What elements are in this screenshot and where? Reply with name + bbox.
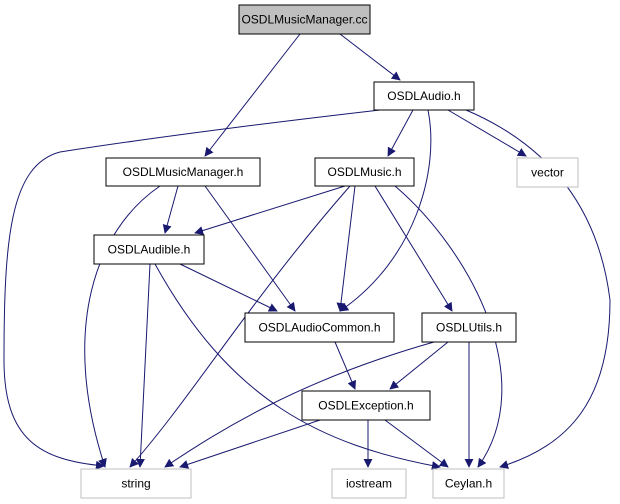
edge-osdlmusic-h-to-osdlutils-h xyxy=(374,185,453,312)
edge-osdlmusic-h-to-osdlaudiocommon-h xyxy=(336,185,356,312)
node-box xyxy=(301,390,431,421)
node-box xyxy=(516,157,579,188)
edge-osdlexception-h-to-ceylan-h xyxy=(384,419,449,468)
edge-osdlmusicmanager-h-to-osdlaudible-h xyxy=(162,185,179,234)
node-osdlmusicmanager-cc[interactable]: OSDLMusicManager.cc xyxy=(238,4,371,35)
node-osdlutils-h[interactable]: OSDLUtils.h xyxy=(421,312,517,343)
node-osdlmusic-h[interactable]: OSDLMusic.h xyxy=(314,157,415,187)
node-box xyxy=(373,81,475,111)
node-iostream: iostream xyxy=(331,468,407,499)
node-box xyxy=(314,157,415,187)
edges-layer xyxy=(3,33,611,470)
node-label: OSDLAudible.h xyxy=(108,243,191,257)
node-label: Ceylan.h xyxy=(445,477,492,491)
edge-osdlaudible-h-to-ceylan-h xyxy=(154,263,441,470)
edge-osdlaudio-h-to-vector xyxy=(447,109,527,157)
node-box xyxy=(331,468,407,499)
edge-osdlutils-h-to-osdlexception-h xyxy=(389,341,449,390)
node-box xyxy=(238,4,371,35)
node-osdlaudible-h[interactable]: OSDLAudible.h xyxy=(93,234,205,265)
edge-osdlmusicmanager-cc-to-osdlaudio-h xyxy=(339,33,401,81)
node-box xyxy=(244,312,395,343)
node-label: OSDLMusicManager.h xyxy=(123,165,244,179)
node-label: OSDLMusicManager.cc xyxy=(241,13,367,27)
nodes-layer: OSDLMusicManager.ccOSDLAudio.hOSDLMusicM… xyxy=(80,4,579,499)
node-label: iostream xyxy=(346,477,392,491)
node-osdlaudio-h[interactable]: OSDLAudio.h xyxy=(373,81,475,111)
edge-osdlmusicmanager-h-to-string xyxy=(84,185,161,468)
edge-osdlaudio-h-to-string xyxy=(3,109,381,470)
edge-osdlmusicmanager-h-to-osdlaudiocommon-h xyxy=(204,185,296,312)
edge-osdlutils-h-to-string xyxy=(164,341,435,468)
node-osdlexception-h[interactable]: OSDLException.h xyxy=(301,390,431,421)
node-box xyxy=(421,312,517,343)
edge-osdlaudio-h-to-osdlaudiocommon-h xyxy=(339,109,432,312)
edge-osdlmusic-h-to-osdlaudible-h xyxy=(194,185,346,235)
node-label: vector xyxy=(531,166,564,180)
edge-osdlmusic-h-to-string xyxy=(129,185,351,468)
node-vector: vector xyxy=(516,157,579,188)
node-ceylan-h: Ceylan.h xyxy=(432,468,505,499)
node-label: OSDLUtils.h xyxy=(436,321,502,335)
node-box xyxy=(80,468,192,499)
node-label: OSDLException.h xyxy=(318,399,413,413)
edge-osdlexception-h-to-string xyxy=(179,419,321,469)
node-osdlmusicmanager-h[interactable]: OSDLMusicManager.h xyxy=(105,157,261,187)
node-box xyxy=(432,468,505,499)
edge-osdlaudiocommon-h-to-osdlexception-h xyxy=(334,341,356,390)
node-osdlaudiocommon-h[interactable]: OSDLAudioCommon.h xyxy=(244,312,395,343)
node-label: OSDLAudioCommon.h xyxy=(258,321,380,335)
node-box xyxy=(93,234,205,265)
node-string: string xyxy=(80,468,192,499)
edge-osdlmusicmanager-cc-to-osdlmusicmanager-h xyxy=(204,33,301,157)
node-label: OSDLMusic.h xyxy=(327,165,401,179)
edge-osdlaudio-h-to-osdlmusic-h xyxy=(387,109,414,157)
edge-osdlaudible-h-to-string xyxy=(135,263,151,468)
node-label: string xyxy=(121,477,150,491)
node-label: OSDLAudio.h xyxy=(387,89,460,103)
edge-osdlaudio-h-to-ceylan-h xyxy=(465,109,611,469)
edge-osdlaudible-h-to-osdlaudiocommon-h xyxy=(179,263,278,312)
node-box xyxy=(105,157,261,187)
